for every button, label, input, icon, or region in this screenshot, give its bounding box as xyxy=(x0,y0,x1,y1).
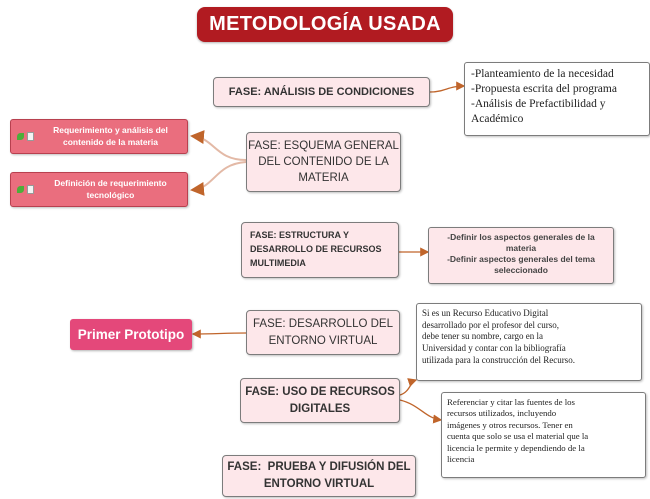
connector-esquema-2 xyxy=(190,161,247,196)
uso-note-line: licencia xyxy=(447,454,475,465)
phase-estructura-desarrollo: FASE: ESTRUCTURA Y DESARROLLO DE RECURSO… xyxy=(241,222,399,278)
phase-estructura-line: DESARROLLO DE RECURSOS xyxy=(250,244,382,255)
estructura-detail-line: materia xyxy=(505,243,537,254)
diagram-title: METODOLOGÍA USADA xyxy=(197,7,453,42)
phase-analisis-label: FASE: ANÁLISIS DE CONDICIONES xyxy=(228,86,415,98)
entorno-note-line: desarrollado por el profesor del curso, xyxy=(422,319,559,330)
uso-note-line: recursos utilizados, incluyendo xyxy=(447,408,557,419)
phase-uso-line: DIGITALES xyxy=(289,402,351,415)
phase-estructura-line: MULTIMEDIA xyxy=(250,257,306,268)
entorno-note-line: utilizada para la construcción del Recur… xyxy=(422,354,575,365)
analisis-details-box: -Planteamiento de la necesidad -Propuest… xyxy=(464,62,650,136)
phase-analisis-condiciones: FASE: ANÁLISIS DE CONDICIONES xyxy=(213,77,430,107)
note-icon xyxy=(27,132,34,141)
phase-prueba-difusion: FASE: PRUEBA Y DIFUSIÓN DEL ENTORNO VIRT… xyxy=(222,455,416,497)
analisis-detail-line: -Propuesta escrita del programa xyxy=(471,82,617,95)
entorno-note-line: Universidad y contar con la bibliografía xyxy=(422,343,566,354)
phase-entorno-line: ENTORNO VIRTUAL xyxy=(268,334,378,347)
phase-esquema-line: FASE: ESQUEMA GENERAL xyxy=(248,139,399,152)
connector-entorno xyxy=(191,329,247,339)
analisis-detail-line: -Planteamiento de la necesidad xyxy=(471,68,614,80)
note-icon xyxy=(27,185,34,194)
analisis-detail-line: Académico xyxy=(471,112,524,125)
phase-desarrollo-entorno: FASE: DESARROLLO DEL ENTORNO VIRTUAL xyxy=(246,310,400,355)
connector-uso-1 xyxy=(399,378,418,396)
leaf-icon xyxy=(17,186,24,193)
estructura-detail-line: seleccionado xyxy=(494,265,548,276)
uso-note-line: cuenta que solo se usa el material que l… xyxy=(447,431,589,442)
uso-note-line: imágenes y otros recursos. Tener en xyxy=(447,419,573,430)
entorno-note-line: debe tener su nombre, cargo en la xyxy=(422,331,544,342)
phase-uso-line: FASE: USO DE RECURSOS xyxy=(245,385,395,398)
phase-esquema-line: DEL CONTENIDO DE LA xyxy=(258,155,389,168)
connector-analisis xyxy=(429,81,466,93)
leaf-icon xyxy=(17,133,24,140)
estructura-detail-line: -Definir los aspectos generales de la xyxy=(447,232,595,242)
estructura-details-box: -Definir los aspectos generales de la ma… xyxy=(428,227,614,284)
phase-esquema-line: MATERIA xyxy=(298,172,349,185)
connector-esquema-1 xyxy=(190,130,247,161)
analisis-detail-line: -Análisis de Prefactibilidad y xyxy=(471,97,606,110)
phase-entorno-line: FASE: DESARROLLO DEL xyxy=(253,318,393,331)
uso-note-line: Referenciar y citar las fuentes de los xyxy=(447,397,575,407)
uso-note-box: Referenciar y citar las fuentes de los r… xyxy=(441,392,646,478)
entorno-note-line: Si es un Recurso Educativo Digital xyxy=(422,308,549,318)
phase-estructura-line: FASE: ESTRUCTURA Y xyxy=(250,230,350,241)
primer-prototipo: Primer Prototipo xyxy=(70,319,192,350)
estructura-detail-line: -Definir aspectos generales del tema xyxy=(447,254,595,265)
phase-prueba-line: ENTORNO VIRTUAL xyxy=(263,478,375,490)
phase-esquema-general: FASE: ESQUEMA GENERAL DEL CONTENIDO DE L… xyxy=(246,132,401,192)
phase-uso-recursos: FASE: USO DE RECURSOS DIGITALES xyxy=(240,378,400,423)
entorno-note-box: Si es un Recurso Educativo Digital desar… xyxy=(416,303,642,381)
uso-note-line: licencia le permite y dependiendo de la xyxy=(447,442,585,453)
connector-uso-2 xyxy=(399,399,443,424)
phase-prueba-line: FASE: PRUEBA Y DIFUSIÓN DEL xyxy=(227,461,411,474)
